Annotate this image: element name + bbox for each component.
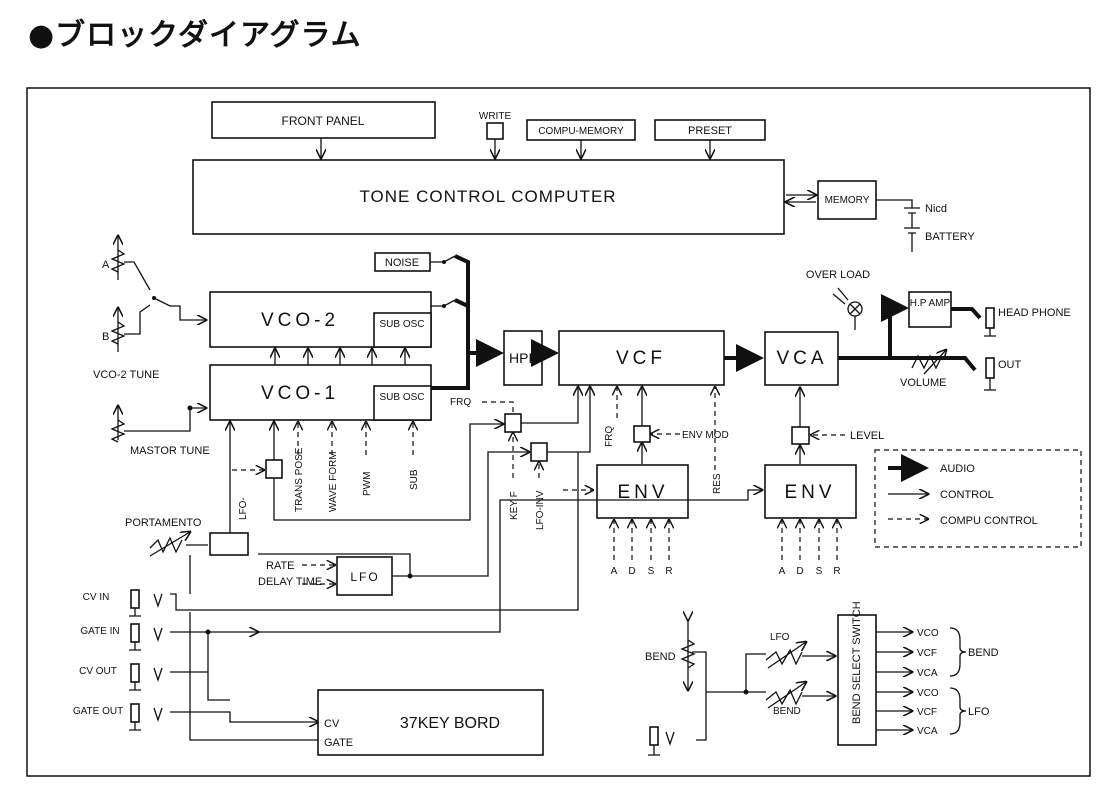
keyboard-label: 37KEY BORD [400, 715, 500, 732]
env2-s-label: S [816, 566, 823, 577]
mastor-tune-label: MASTOR TUNE [130, 445, 210, 457]
env-mod-label: ENV MOD [682, 430, 729, 441]
env1-label: ENV [617, 482, 668, 503]
keyboard-gate-label: GATE [324, 737, 353, 749]
lfo-box: LFO [336, 556, 393, 596]
out-vcf-2: VCF [917, 707, 937, 718]
pot-a-label: A [102, 259, 110, 271]
bend-input-label: BEND [773, 706, 801, 717]
tone-control-computer-label: TONE CONTROL COMPUTER [359, 187, 616, 206]
vco2-label: VCO-2 [261, 310, 339, 331]
env2-box: ENV [764, 464, 857, 519]
lfo-inv-label: LFO-INV [535, 490, 546, 530]
vcf-box: VCF [558, 330, 725, 386]
trans-pose-label: TRANS POSE [294, 447, 305, 512]
lfo-label: LFO [350, 570, 379, 584]
out-vca-1: VCA [917, 668, 938, 679]
vcf-label: VCF [616, 348, 666, 369]
bend-group-label: BEND [968, 647, 999, 659]
gate-out-jack: GATE OUT [73, 703, 141, 731]
keyboard-box: CV GATE 37KEY BORD [317, 689, 544, 756]
front-panel-label: FRONT PANEL [282, 114, 365, 128]
hp-amp-box: H.P AMP [908, 291, 952, 328]
diagram-frame [26, 87, 1091, 777]
out-vco-2: VCO [917, 688, 939, 699]
noise-label: NOISE [385, 257, 419, 269]
battery-label: BATTERY [925, 231, 975, 243]
bend-lfo-input-label: LFO [770, 632, 790, 643]
tone-control-computer-box: TONE CONTROL COMPUTER [192, 159, 785, 235]
sub-label: SUB [409, 469, 420, 490]
env1-box: ENV [596, 464, 689, 519]
vco2-box: VCO-2 SUB OSC [209, 291, 432, 348]
pot-b-label: B [102, 331, 109, 343]
legend-audio: AUDIO [940, 463, 975, 475]
write-label: WRITE [479, 111, 512, 122]
frq-left-label: FRQ [450, 397, 471, 408]
env2-a-label: A [779, 566, 786, 577]
compu-memory-box: COMPU-MEMORY [526, 119, 636, 141]
vco2-tune-label: VCO-2 TUNE [93, 369, 159, 381]
hpf-label: HPF [509, 350, 537, 366]
legend-compu-control: COMPU CONTROL [940, 515, 1038, 527]
legend-control: CONTROL [940, 489, 994, 501]
env1-s-label: S [648, 566, 655, 577]
gate-out-label: GATE OUT [73, 706, 123, 717]
env1-a-label: A [611, 566, 618, 577]
cv-in-jack: CV IN [83, 589, 141, 617]
out-vcf-1: VCF [917, 648, 937, 659]
bend-select-switch-label: BEND SELECT SWITCH [851, 601, 863, 724]
hpf-box: HPF [503, 330, 543, 386]
wave-form-label: WAVE FORM [328, 451, 339, 512]
frq-vertical-label: FRQ [604, 426, 615, 447]
noise-box: NOISE [374, 252, 431, 272]
key-f-label: KEY F [509, 491, 520, 520]
front-panel-box: FRONT PANEL [211, 101, 436, 139]
page-title: ●ブロックダイアグラム [28, 18, 362, 53]
cv-out-label: CV OUT [79, 666, 117, 677]
vco2-sub-osc-label: SUB OSC [379, 319, 424, 330]
gate-in-jack: GATE IN [80, 623, 141, 651]
cv-in-label: CV IN [83, 592, 110, 603]
hp-amp-label: H.P AMP [910, 298, 951, 309]
env1-r-label: R [665, 566, 672, 577]
env2-r-label: R [833, 566, 840, 577]
out-label: OUT [998, 359, 1022, 371]
vco1-box: VCO-1 SUB OSC [209, 364, 432, 421]
res-label: RES [712, 473, 723, 494]
memory-box: MEMORY [817, 180, 877, 220]
preset-label: PRESET [688, 125, 732, 137]
vca-label: VCA [776, 348, 827, 369]
lfo-group-label: LFO [968, 706, 990, 718]
preset-box: PRESET [654, 119, 766, 141]
cv-out-jack: CV OUT [79, 663, 141, 691]
keyboard-cv-label: CV [324, 718, 340, 730]
bend-pot-label: BEND [645, 651, 676, 663]
write-box: WRITE [479, 111, 512, 140]
vca-box: VCA [764, 331, 839, 386]
vco1-sub-osc-label: SUB OSC [379, 392, 424, 403]
head-phone-label: HEAD PHONE [998, 307, 1071, 319]
delay-label: DELAY TIME [258, 576, 322, 588]
env2-label: ENV [784, 482, 835, 503]
out-vca-2: VCA [917, 726, 938, 737]
legend: AUDIO CONTROL COMPU CONTROL [874, 449, 1082, 548]
env1-d-label: D [628, 566, 635, 577]
compu-memory-label: COMPU-MEMORY [538, 126, 624, 137]
env2-d-label: D [796, 566, 803, 577]
rate-label: RATE [266, 560, 295, 572]
pwm-label: PWM [362, 472, 373, 496]
gate-in-label: GATE IN [80, 626, 119, 637]
vco-lfo-label: LFO- [238, 497, 249, 520]
portamento-label: PORTAMENTO [125, 517, 202, 529]
memory-label: MEMORY [825, 195, 870, 206]
bend-select-switch-box: BEND SELECT SWITCH [837, 601, 877, 746]
volume-label: VOLUME [900, 377, 946, 389]
level-label: LEVEL [850, 430, 884, 442]
nicd-label: Nicd [925, 203, 947, 215]
vco1-label: VCO-1 [261, 383, 339, 404]
out-vco-1: VCO [917, 628, 939, 639]
over-load-label: OVER LOAD [806, 269, 870, 281]
